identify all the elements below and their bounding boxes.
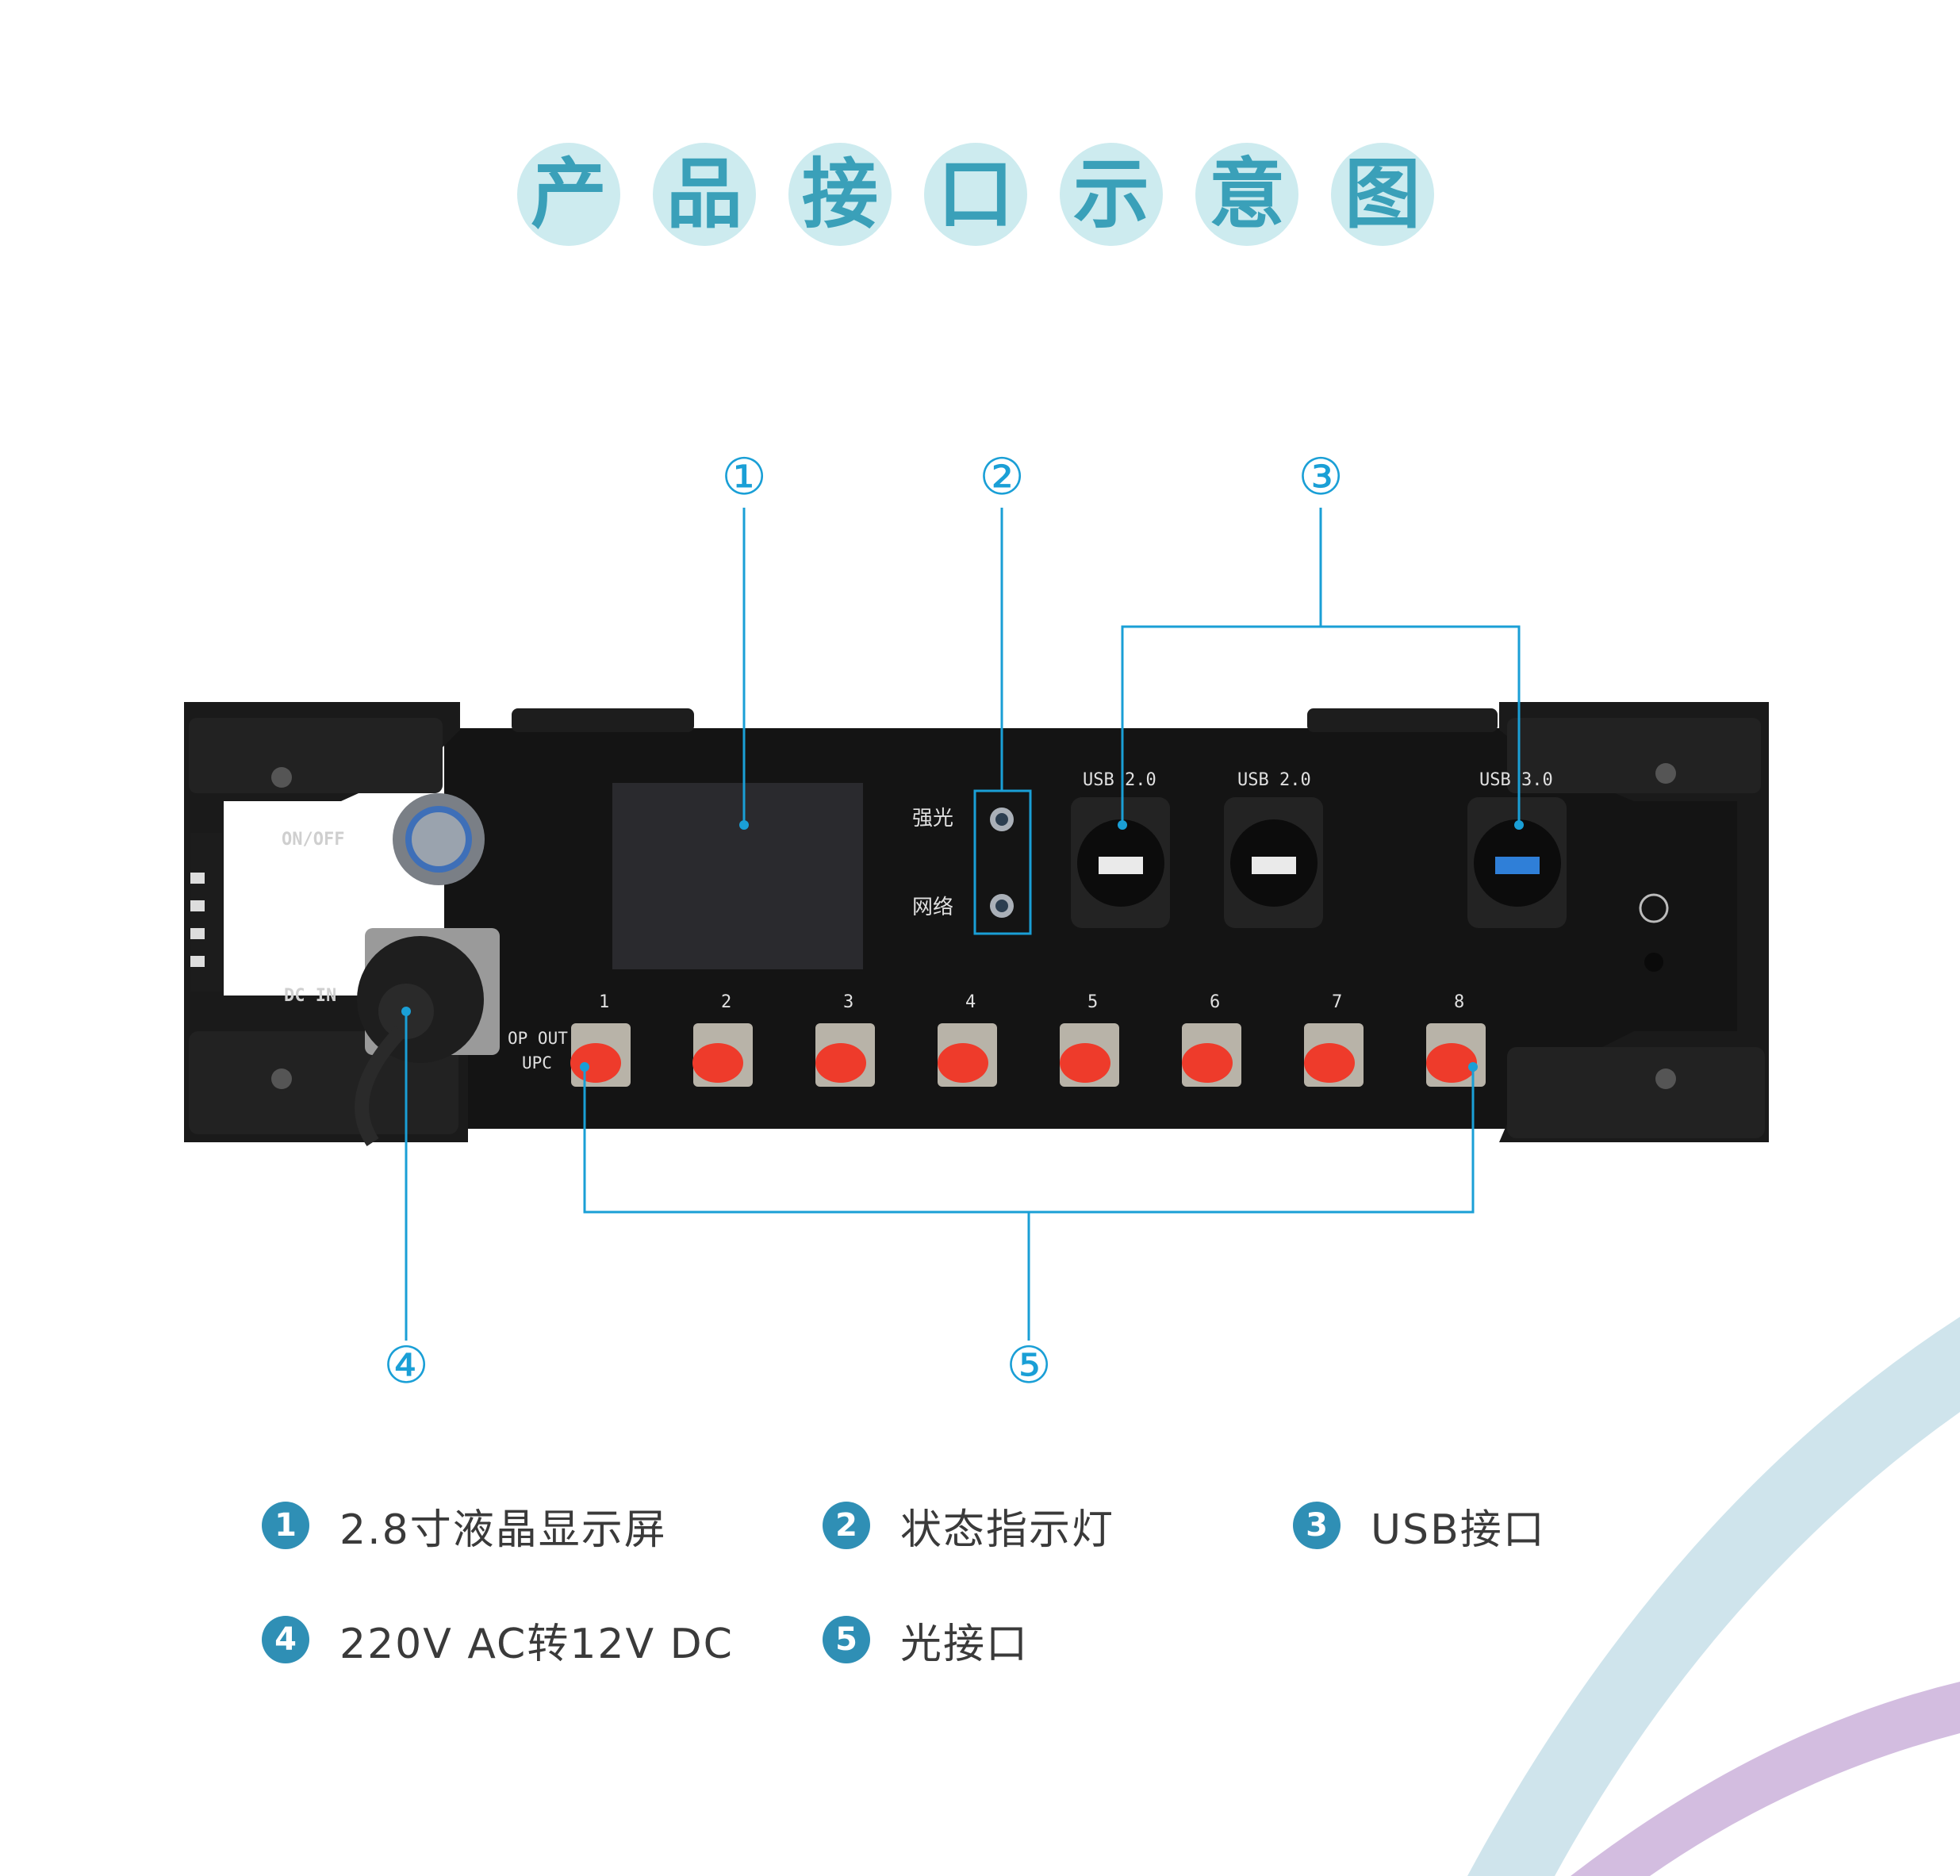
top-rail	[1307, 708, 1498, 732]
port-number: 1	[599, 992, 609, 1012]
legend-item-lcd: 1 2.8寸液晶显示屏	[262, 1502, 667, 1554]
legend-text: 光接口	[900, 1620, 1030, 1668]
title-char: 口	[924, 143, 1027, 246]
callout-4: ④	[383, 1337, 429, 1395]
indicator-label-strong-light: 强光	[912, 807, 953, 831]
callout-3: ③	[1298, 448, 1344, 507]
title-char: 品	[653, 143, 756, 246]
usb-port-3	[1467, 797, 1567, 928]
port-number: 2	[721, 992, 731, 1012]
legend-text: 220V AC转12V DC	[339, 1620, 734, 1668]
top-rail	[512, 708, 694, 732]
title-char: 图	[1331, 143, 1434, 246]
port-number: 8	[1454, 992, 1464, 1012]
legend-item-power: 4 220V AC转12V DC	[262, 1616, 734, 1668]
legend-text: 2.8寸液晶显示屏	[339, 1506, 667, 1554]
legend-number: 4	[262, 1616, 309, 1663]
title-char: 产	[517, 143, 620, 246]
usb-label: USB 3.0	[1479, 770, 1553, 790]
indicator-label-network: 网络	[912, 896, 953, 919]
callout-5: ⑤	[1006, 1337, 1052, 1395]
power-label: ON/OFF	[282, 830, 344, 850]
legend-number: 1	[262, 1502, 309, 1549]
legend-text: 状态指示灯	[900, 1506, 1115, 1554]
title-char: 接	[788, 143, 892, 246]
title-char: 示	[1060, 143, 1163, 246]
usb-label: USB 2.0	[1083, 770, 1156, 790]
title-char: 意	[1195, 143, 1298, 246]
usb-port-1	[1071, 797, 1170, 928]
port-number: 6	[1210, 992, 1220, 1012]
legend-item-usb: 3 USB接口	[1293, 1502, 1546, 1554]
usb-port-2	[1224, 797, 1323, 928]
port-number: 3	[843, 992, 853, 1012]
usb-label: USB 2.0	[1237, 770, 1311, 790]
port-number: 4	[965, 992, 976, 1012]
legend-number: 3	[1293, 1502, 1341, 1549]
ground-icon	[1639, 893, 1669, 923]
legend-item-indicator: 2 状态指示灯	[823, 1502, 1114, 1554]
op-out-label: OP OUT	[508, 1029, 568, 1048]
legend-number: 2	[823, 1502, 870, 1549]
page-title: 产 品 接 口 示 意 图	[0, 143, 1960, 270]
port-number: 5	[1087, 992, 1098, 1012]
lcd-screen	[612, 783, 863, 969]
upc-label: UPC	[522, 1053, 552, 1072]
dc-in-label: DC IN	[284, 986, 336, 1006]
legend-item-optical: 5 光接口	[823, 1616, 1029, 1668]
legend-text: USB接口	[1371, 1506, 1546, 1554]
callout-1: ①	[721, 448, 767, 507]
callout-2: ②	[979, 448, 1025, 507]
port-number: 7	[1332, 992, 1342, 1012]
legend-number: 5	[823, 1616, 870, 1663]
callout-lines	[405, 508, 1521, 1341]
